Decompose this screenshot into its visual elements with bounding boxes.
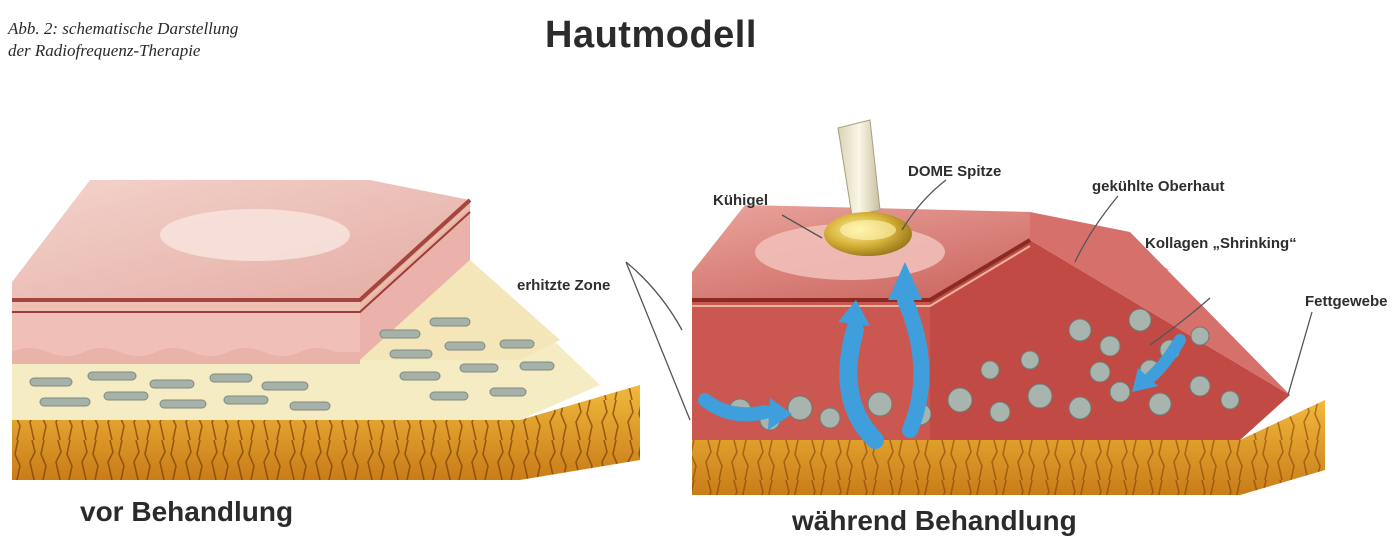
label-fat-tissue: Fettgewebe	[1305, 293, 1388, 310]
subtitle-during: während Behandlung	[792, 505, 1077, 537]
label-cooling-gel: Kühigel	[713, 192, 768, 209]
skin-block-during	[692, 120, 1325, 495]
rf-probe	[824, 120, 912, 256]
label-cooled-epidermis: gekühlte Oberhaut	[1092, 178, 1225, 195]
label-dome-tip: DOME Spitze	[908, 163, 1001, 180]
subtitle-before: vor Behandlung	[80, 496, 293, 528]
label-collagen-shrinking: Kollagen „Shrinking“	[1145, 235, 1297, 252]
label-heated-zone: erhitzte Zone	[517, 277, 610, 294]
skin-block-before	[12, 180, 640, 480]
